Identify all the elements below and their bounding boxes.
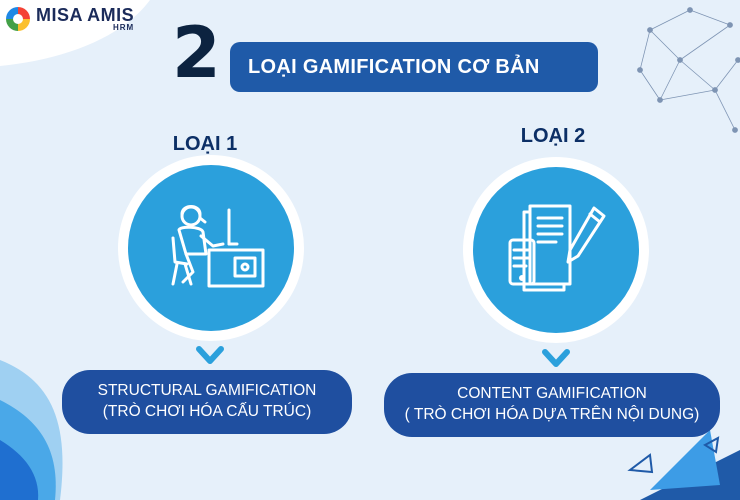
type-2-line1: CONTENT GAMIFICATION bbox=[457, 385, 647, 403]
top-left-corner-shape bbox=[0, 0, 150, 66]
bottom-right-triangles-decoration bbox=[627, 430, 740, 500]
type-1-line1: STRUCTURAL GAMIFICATION bbox=[97, 382, 317, 400]
type-1-card: STRUCTURAL GAMIFICATION (TRÒ CHƠI HÓA CẤ… bbox=[62, 370, 352, 434]
type-1-label: LOẠI 1 bbox=[172, 133, 238, 155]
arrow-down-icon bbox=[196, 346, 224, 364]
misa-logo-icon bbox=[6, 7, 30, 31]
type-2-line2: ( TRÒ CHƠI HÓA DỰA TRÊN NỘI DUNG) bbox=[404, 406, 700, 423]
arrow-down-icon bbox=[542, 349, 570, 367]
title-bar: LOẠI GAMIFICATION CƠ BẢN bbox=[230, 42, 598, 92]
brand-name: MISA AMIS bbox=[36, 5, 135, 25]
type-1-line2: (TRÒ CHƠI HÓA CẤU TRÚC) bbox=[102, 403, 312, 420]
brand-logo[interactable]: MISA AMIS HRM bbox=[6, 6, 134, 32]
brand-sub: HRM bbox=[112, 23, 135, 32]
page-title: LOẠI GAMIFICATION CƠ BẢN bbox=[248, 55, 540, 78]
network-nodes-decoration bbox=[637, 7, 740, 133]
header-number: 2 bbox=[172, 12, 221, 94]
type-2-label: LOẠI 2 bbox=[520, 125, 586, 147]
type-2-card: CONTENT GAMIFICATION ( TRÒ CHƠI HÓA DỰA … bbox=[384, 373, 720, 437]
content-document-icon bbox=[508, 204, 606, 292]
office-worker-icon bbox=[171, 205, 265, 288]
type-1-circle bbox=[118, 155, 304, 341]
bottom-left-wave-shape bbox=[0, 360, 63, 500]
type-2-circle bbox=[463, 157, 649, 343]
